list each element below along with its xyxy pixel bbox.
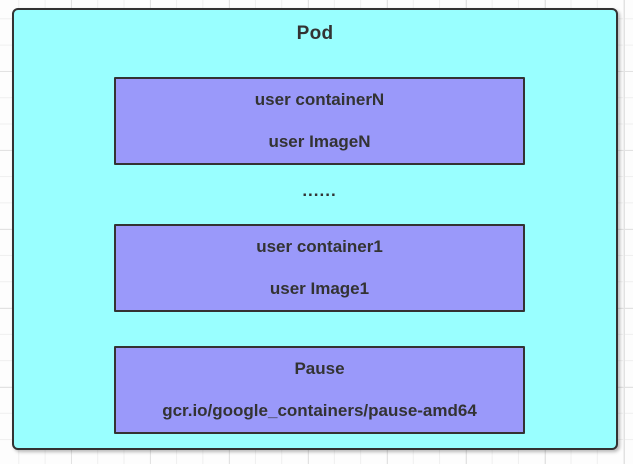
pod-title: Pod <box>296 23 334 44</box>
container-n-image: user ImageN <box>268 132 371 151</box>
container-n-name: user containerN <box>254 90 385 109</box>
container-1-name: user container1 <box>256 237 383 256</box>
container-1-image: user Image1 <box>269 279 370 298</box>
pause-container-image: gcr.io/google_containers/pause-amd64 <box>162 401 477 420</box>
pause-container-name: Pause <box>294 359 345 378</box>
pod-box: Pod user containerN user ImageN ...... u… <box>12 8 618 450</box>
containers-ellipsis: ...... <box>302 181 337 200</box>
pause-container-box: Pause gcr.io/google_containers/pause-amd… <box>114 346 525 434</box>
container-box-1: user container1 user Image1 <box>114 224 525 312</box>
container-box-n: user containerN user ImageN <box>114 77 525 165</box>
